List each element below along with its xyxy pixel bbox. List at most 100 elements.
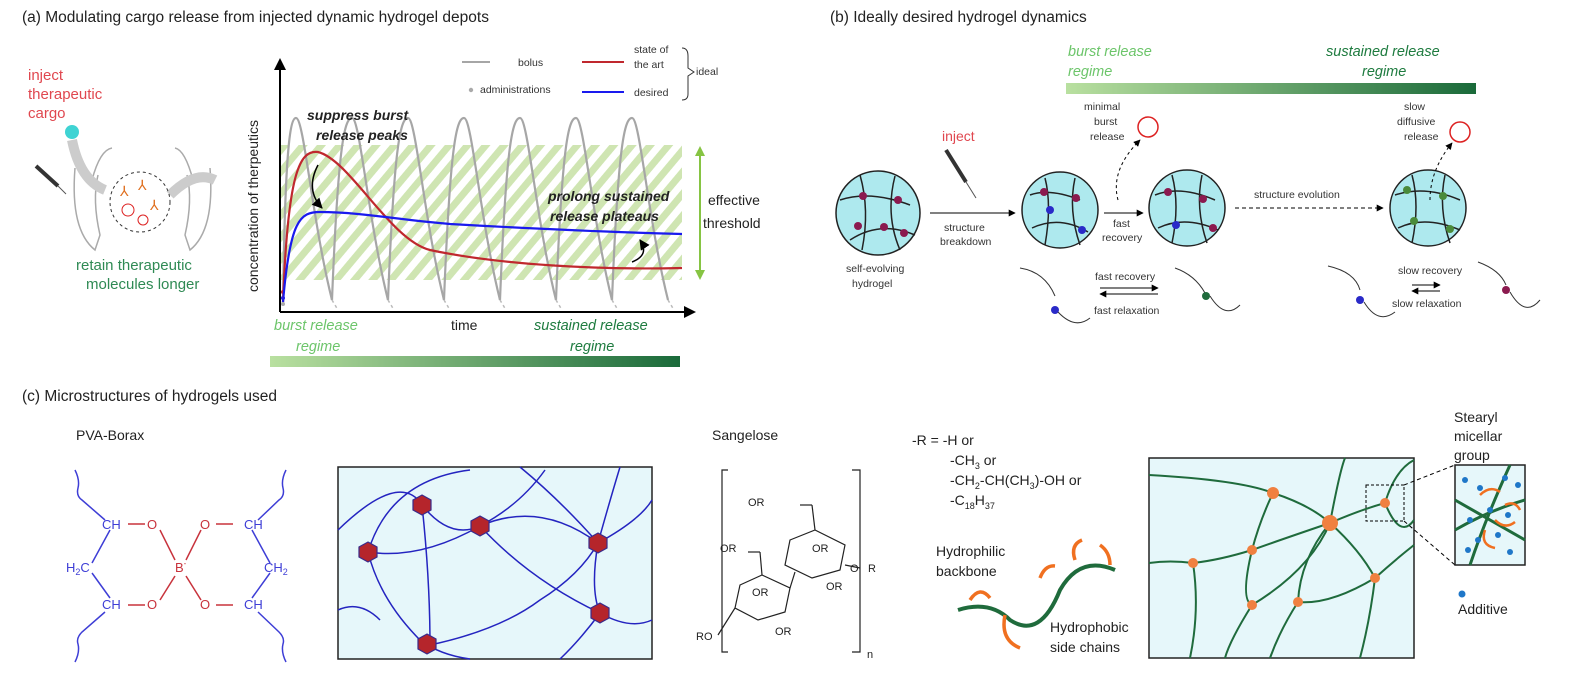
desired-curve [281,210,683,303]
hydrophobic-label-1: Hydrophobic [1050,619,1129,635]
syringe-b-icon [944,148,977,199]
svg-text:Stearyl: Stearyl [1454,409,1498,425]
hydrophobic-label-2: side chains [1050,639,1120,655]
sustained-regime-label-1: sustained release [534,318,648,334]
suppress-annotation-2: release peaks [316,127,408,143]
svg-text:OR: OR [748,497,765,509]
svg-text:bolus: bolus [518,57,543,69]
slow-diff-3: release [1404,131,1439,143]
breakdown-label-1: structure [944,222,985,234]
slow-kinetics: slow recovery slow relaxation [1327,261,1541,318]
b-sustained-label-2: regime [1362,64,1406,80]
panel-b-title: (b) Ideally desired hydrogel dynamics [830,9,1087,26]
fast-kinetics: fast recovery fast relaxation [1019,267,1241,324]
svg-text:OR: OR [775,626,792,638]
micelle-zoom-box [1454,464,1526,566]
prolong-annotation-2: release plateaus [550,208,659,224]
hydrogel-network-2 [1021,171,1099,249]
fast-rec-2: recovery [1102,232,1143,244]
panel-c-title: (c) Microstructures of hydrogels used [22,388,277,405]
svg-text:O: O [147,517,157,532]
state-of-art-curve [281,150,683,303]
retain-label: retain therapeutic molecules longer [76,257,199,293]
svg-text:H2C: H2C [66,560,90,577]
legend: bolus administrations state of the art d… [462,44,718,101]
svg-text:n: n [867,649,873,661]
minimal-burst-3: release [1090,131,1125,143]
pva-network-box [337,466,653,660]
sangelose-labels: OR OR OR OR O R OR OR RO n [696,497,876,661]
bolus-curve [281,116,670,306]
svg-text:⅄: ⅄ [137,177,147,193]
svg-text:R: R [868,563,876,575]
structure-evolution-label: structure evolution [1254,189,1340,201]
b-sustained-label-1: sustained release [1326,44,1440,60]
additive-dot-icon [1458,590,1466,598]
panel-a-title: (a) Modulating cargo release from inject… [22,9,489,26]
minimal-burst-2: burst [1094,116,1117,128]
burst-cargo-icon [1115,116,1159,201]
administration-markers [331,299,675,311]
svg-text:O: O [850,563,859,575]
breakdown-label-2: breakdown [940,236,992,248]
svg-text:slow recovery: slow recovery [1398,265,1463,277]
polymer-chain-icon [957,538,1116,650]
svg-text:ideal: ideal [696,66,718,78]
svg-text:micellar: micellar [1454,428,1503,444]
svg-text:slow relaxation: slow relaxation [1392,298,1462,310]
sangelose-structure [717,469,861,653]
r-groups: -R = -H or -CH3 or -CH2-CH(CH3)-OH or -C… [912,432,1082,511]
svg-text:CH: CH [102,517,121,532]
inject-b-label: inject [942,128,975,144]
svg-text:RO: RO [696,631,713,643]
hydrogel-network-4 [1389,169,1467,247]
slow-diff-1: slow [1404,101,1425,113]
svg-text:-R = -H or: -R = -H or [912,432,974,448]
inject-label: inject therapeutic cargo [28,67,103,122]
regime-gradient-bar [270,356,680,367]
x-axis-label: time [451,317,478,333]
cargo-drop-icon [65,125,79,139]
burst-regime-label-1: burst release [274,318,358,334]
sangelose-label: Sangelose [712,427,778,443]
threshold-label-2: threshold [703,215,761,231]
svg-text:⅄: ⅄ [149,197,159,213]
y-axis-label: concentration of therpeutics [245,120,261,292]
b-burst-label-2: regime [1068,64,1112,80]
burst-regime-label-2: regime [296,339,340,355]
hydrophilic-label-1: Hydrophilic [936,543,1005,559]
depot-circle [109,171,171,233]
pva-borax-structure: CH CH H2C CH2 CH CH O O B- O O [66,469,288,663]
slow-cargo-icon [1429,121,1471,201]
release-flow-arrow [166,172,218,199]
therapeutic-molecules-icon: ⅄ ⅄ ⅄ [119,177,159,226]
svg-text:CH: CH [244,597,263,612]
svg-text:the art: the art [634,59,664,71]
svg-text:group: group [1454,447,1490,463]
syringe-icon [34,164,67,195]
svg-text:fast relaxation: fast relaxation [1094,305,1160,317]
minimal-burst-1: minimal [1084,101,1120,113]
sangelose-network-box [1148,457,1456,659]
svg-text:CH: CH [244,517,263,532]
svg-text:O: O [200,517,210,532]
sustained-regime-label-2: regime [570,339,614,355]
svg-text:⅄: ⅄ [119,183,129,199]
stearyl-label: Stearyl micellar group [1454,409,1503,463]
suppress-annotation-1: suppress burst [307,107,409,123]
svg-text:OR: OR [826,581,843,593]
fast-rec-1: fast [1113,218,1130,230]
threshold-label-1: effective [708,192,760,208]
b-burst-label-1: burst release [1068,44,1152,60]
slow-diff-2: diffusive [1397,116,1435,128]
svg-text:cargo: cargo [28,105,66,122]
hydrophilic-label-2: backbone [936,563,997,579]
svg-text:OR: OR [752,587,769,599]
svg-text:desired: desired [634,87,669,99]
svg-text:-C18H37: -C18H37 [950,492,995,511]
svg-text:-CH3 or: -CH3 or [950,452,997,471]
inject-flow-arrow [67,138,108,195]
prolong-annotation-1: prolong sustained [547,188,670,204]
hydrogel-network-3 [1148,169,1226,247]
svg-text:inject: inject [28,67,64,84]
